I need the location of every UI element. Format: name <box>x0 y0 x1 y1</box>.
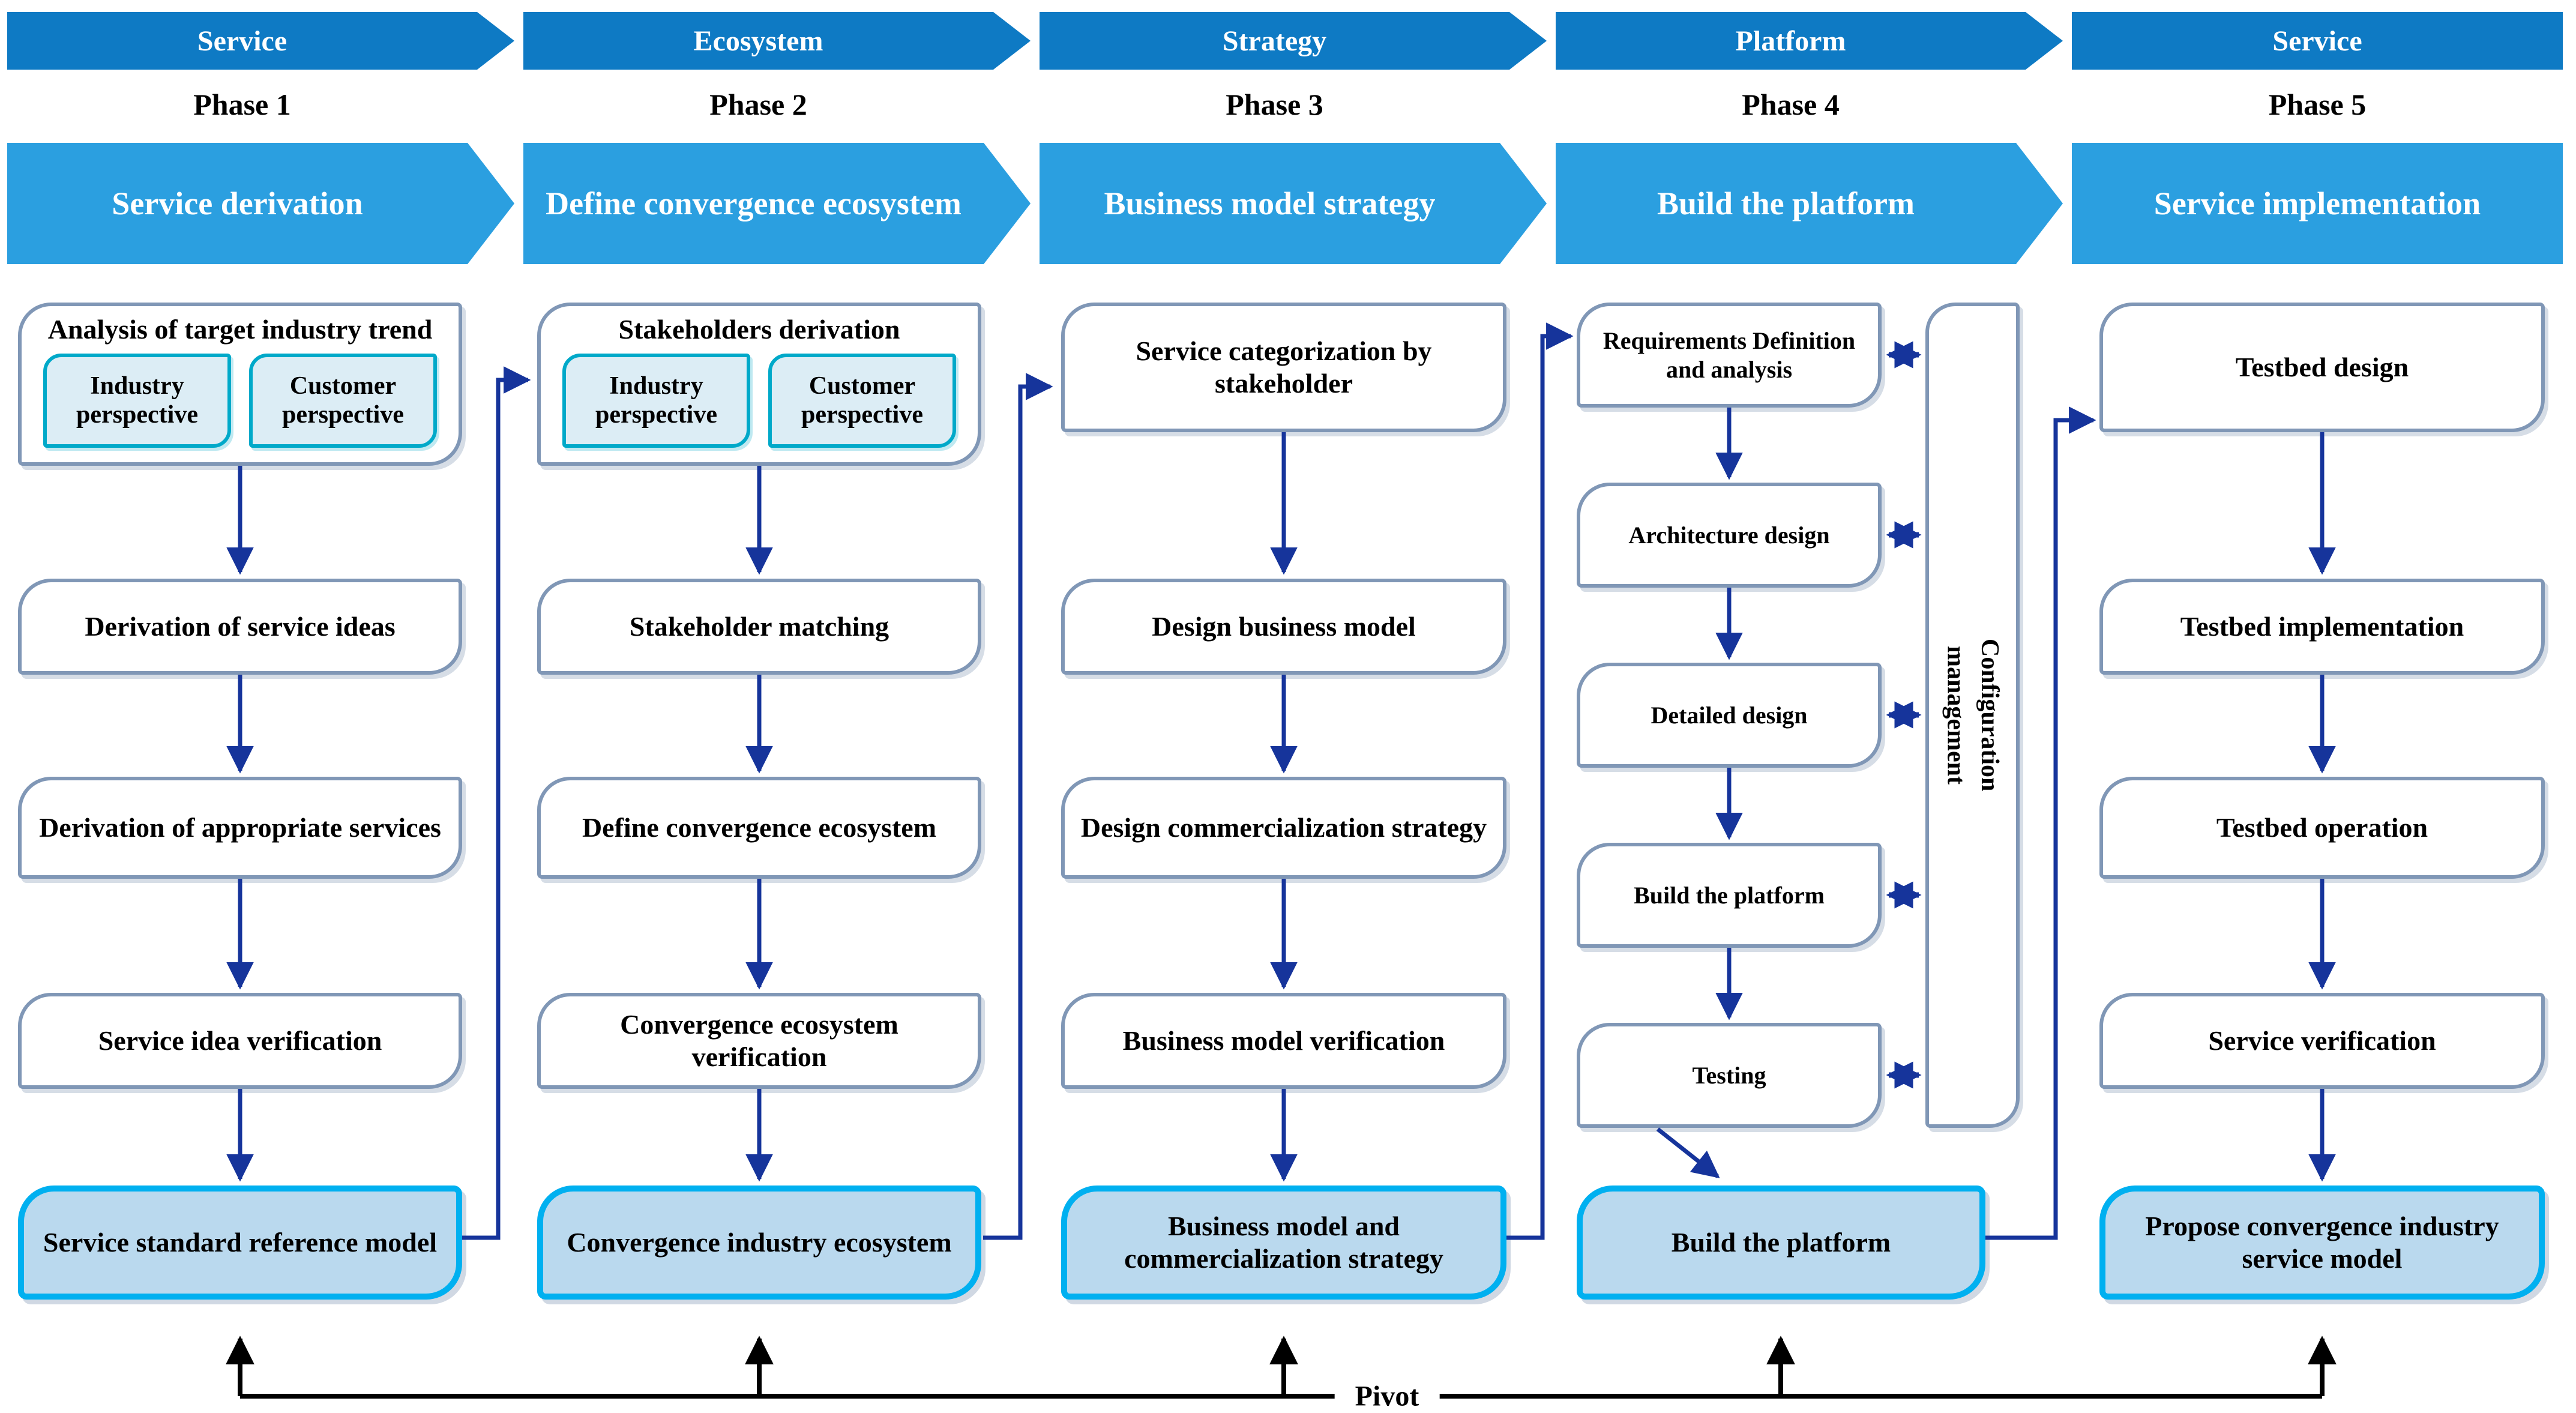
sub-box-industry-perspective: Industry perspective <box>43 353 231 448</box>
group-title: Analysis of target industry trend <box>47 314 433 345</box>
output-box-business-model-strategy: Business model and commercialization str… <box>1061 1186 1506 1300</box>
main-banner-business-model: Business model strategy <box>1040 143 1547 264</box>
perspective-row: Industry perspective Customer perspectiv… <box>43 353 437 448</box>
step-box-define-convergence-ecosystem: Define convergence ecosystem <box>537 777 981 879</box>
step-box-business-model-verification: Business model verification <box>1061 993 1506 1089</box>
output-box-service-standard-reference-model: Service standard reference model <box>18 1186 462 1300</box>
connector-phase3-to-phase4 <box>1506 322 1574 1240</box>
sub-box-industry-perspective: Industry perspective <box>562 353 750 448</box>
phase-label-1: Phase 1 <box>193 88 291 121</box>
step-box-service-verification: Service verification <box>2099 993 2545 1089</box>
step-box-service-categorization: Service categorization by stakeholder <box>1061 303 1506 432</box>
perspective-row: Industry perspective Customer perspectiv… <box>562 353 956 448</box>
step-box-design-commercialization-strategy: Design commercialization strategy <box>1061 777 1506 879</box>
connector-phase2-to-phase3 <box>983 373 1053 1240</box>
step-box-testbed-implementation: Testbed implementation <box>2099 579 2545 675</box>
track-banner-service-1: Service <box>7 12 514 70</box>
step-box-convergence-ecosystem-verification: Convergence ecosystem verification <box>537 993 981 1089</box>
main-banner-service-derivation: Service derivation <box>7 143 514 264</box>
track-banner-ecosystem: Ecosystem <box>523 12 1031 70</box>
step-box-requirements-definition: Requirements Definition and analysis <box>1577 303 1882 408</box>
main-banner-build-platform: Build the platform <box>1556 143 2063 264</box>
track-banner-service-2: Service <box>2072 12 2563 70</box>
configuration-management-label: Configuration management <box>1942 639 2004 792</box>
step-box-service-idea-verification: Service idea verification <box>18 993 462 1089</box>
group-box-industry-trend-analysis: Analysis of target industry trend Indust… <box>18 303 462 466</box>
phase-label-5: Phase 5 <box>2268 88 2367 121</box>
track-banner-platform: Platform <box>1556 12 2063 70</box>
group-box-stakeholders-derivation: Stakeholders derivation Industry perspec… <box>537 303 981 466</box>
step-box-testbed-design: Testbed design <box>2099 303 2545 432</box>
step-box-testing: Testing <box>1577 1023 1882 1128</box>
step-box-build-the-platform: Build the platform <box>1577 843 1882 948</box>
output-box-propose-service-model: Propose convergence industry service mod… <box>2099 1186 2545 1300</box>
step-box-design-business-model: Design business model <box>1061 579 1506 675</box>
double-arrows-configuration <box>1886 341 1922 1089</box>
step-box-derivation-service-ideas: Derivation of service ideas <box>18 579 462 675</box>
group-title: Stakeholders derivation <box>618 314 900 345</box>
phase-label-4: Phase 4 <box>1742 88 1840 121</box>
step-box-architecture-design: Architecture design <box>1577 483 1882 588</box>
phase-label-3: Phase 3 <box>1226 88 1323 121</box>
track-banner-strategy: Strategy <box>1040 12 1547 70</box>
phase-label-2: Phase 2 <box>709 88 807 121</box>
pivot-line <box>226 1336 2337 1399</box>
sub-box-customer-perspective: Customer perspective <box>249 353 437 448</box>
diagonal-arrow-testing-to-platform <box>1656 1127 1720 1178</box>
main-banner-define-ecosystem: Define convergence ecosystem <box>523 143 1031 264</box>
pivot-label: Pivot <box>1334 1379 1440 1413</box>
sub-box-customer-perspective: Customer perspective <box>768 353 956 448</box>
step-box-stakeholder-matching: Stakeholder matching <box>537 579 981 675</box>
main-banner-service-implementation: Service implementation <box>2072 143 2563 264</box>
step-box-testbed-operation: Testbed operation <box>2099 777 2545 879</box>
step-box-derivation-appropriate-services: Derivation of appropriate services <box>18 777 462 879</box>
output-box-build-the-platform: Build the platform <box>1577 1186 1985 1300</box>
output-box-convergence-industry-ecosystem: Convergence industry ecosystem <box>537 1186 981 1300</box>
step-box-detailed-design: Detailed design <box>1577 663 1882 768</box>
connector-phase1-to-phase2 <box>462 366 531 1240</box>
configuration-management-bar: Configuration management <box>1925 303 2020 1128</box>
